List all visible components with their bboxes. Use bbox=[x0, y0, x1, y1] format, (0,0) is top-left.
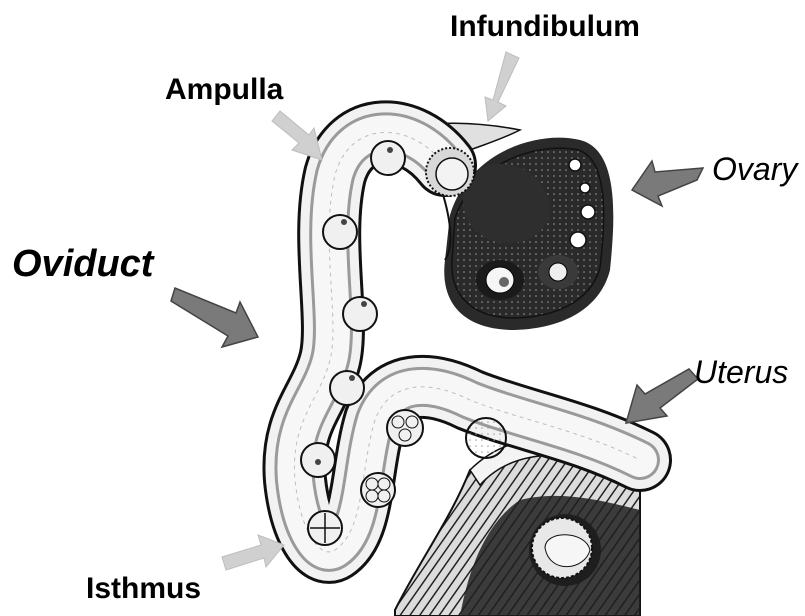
egg-cell-icon bbox=[343, 297, 377, 331]
label-oviduct: Oviduct bbox=[12, 245, 153, 283]
egg-cell-icon bbox=[301, 443, 335, 477]
egg-cell-icon bbox=[323, 215, 357, 249]
label-uterus: Uterus bbox=[694, 356, 788, 388]
arrow-icon bbox=[171, 288, 258, 347]
arrow-icon bbox=[222, 535, 284, 570]
arrow-icon bbox=[272, 111, 322, 160]
egg-cell-icon bbox=[466, 418, 506, 458]
egg-cell-icon bbox=[361, 473, 395, 507]
egg-cell-icon bbox=[308, 511, 342, 545]
arrow-icon bbox=[626, 369, 698, 423]
egg-cell-icon bbox=[330, 371, 364, 405]
label-ampulla: Ampulla bbox=[165, 75, 283, 105]
egg-cell-icon bbox=[529, 514, 601, 586]
egg-cell-icon bbox=[387, 410, 423, 446]
label-ovary: Ovary bbox=[712, 153, 797, 185]
arrow-icon bbox=[632, 161, 703, 206]
egg-cell-icon bbox=[426, 148, 474, 196]
label-infundibulum: Infundibulum bbox=[450, 12, 640, 42]
label-isthmus: Isthmus bbox=[86, 574, 201, 604]
egg-cell-icon bbox=[371, 141, 405, 175]
arrow-icon bbox=[485, 52, 519, 121]
